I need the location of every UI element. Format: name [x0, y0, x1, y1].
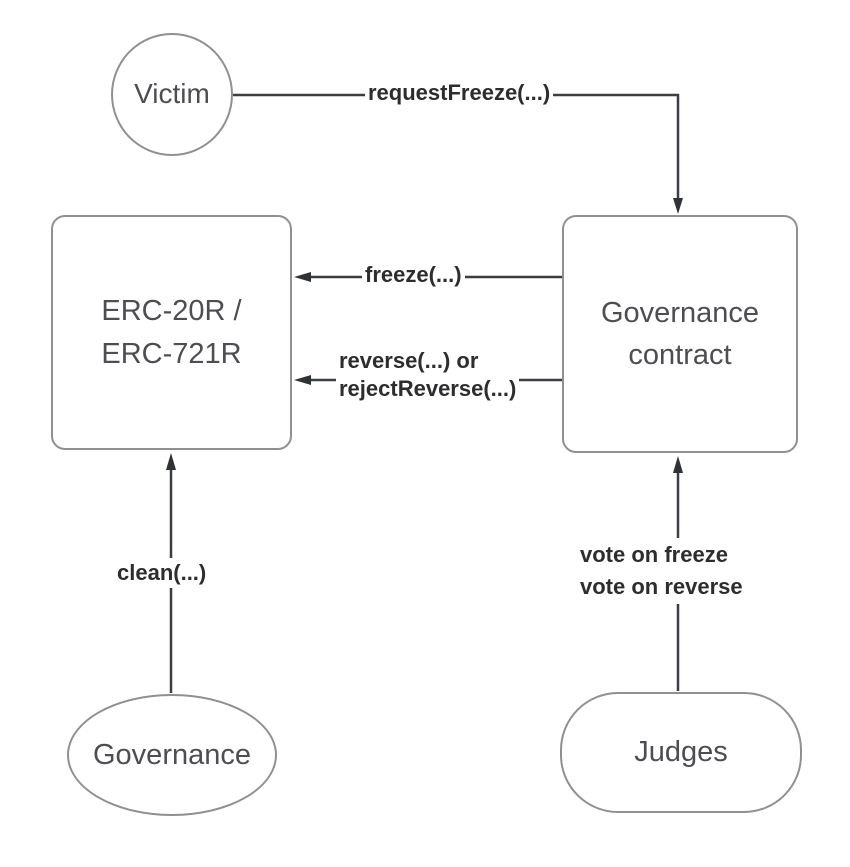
clean-label: clean(...): [114, 558, 210, 588]
governance-label: Governance: [93, 738, 251, 771]
request-freeze-label: requestFreeze(...): [365, 78, 554, 108]
node-erc-20r-721r: ERC-20R / ERC-721R: [51, 215, 292, 450]
request-freeze-arrow: [233, 93, 683, 214]
judges-label: Judges: [634, 736, 728, 769]
reverse-label: reverse(...) or rejectReverse(...): [336, 346, 520, 404]
node-victim: Victim: [111, 33, 233, 156]
victim-label: Victim: [134, 78, 210, 110]
freeze-label: freeze(...): [362, 260, 465, 290]
node-governance-contract: Governance contract: [562, 215, 798, 453]
erc-label: ERC-20R / ERC-721R: [101, 295, 242, 370]
node-governance: Governance: [67, 694, 277, 816]
vote-label: vote on freeze vote on reverse: [577, 538, 746, 604]
node-judges: Judges: [560, 692, 802, 813]
governance-contract-label: Governance contract: [601, 296, 759, 371]
